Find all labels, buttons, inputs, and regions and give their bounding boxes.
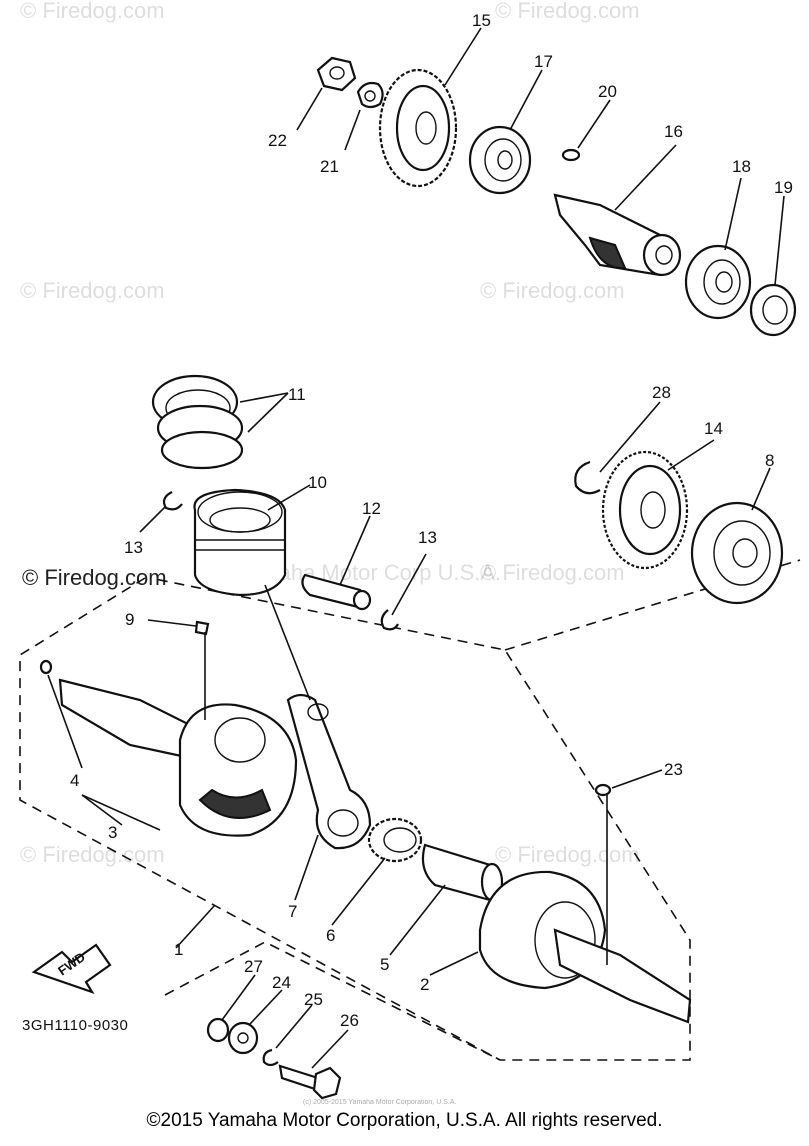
part-13-circlip-left bbox=[162, 491, 183, 511]
callout-27: 27 bbox=[244, 957, 263, 976]
diagram-part-code: 3GH1110-9030 bbox=[22, 1017, 128, 1034]
crankshaft-assembly-outline bbox=[19, 577, 691, 1061]
part-6-needle-bearing bbox=[367, 817, 423, 863]
part-28-circlip bbox=[574, 460, 601, 495]
callout-18: 18 bbox=[732, 157, 751, 176]
part-7-connecting-rod bbox=[286, 693, 372, 850]
part-22-nut bbox=[316, 56, 357, 92]
watermark-brand-dark: © Firedog.com bbox=[22, 565, 167, 590]
part-2-crank-right bbox=[478, 870, 692, 1024]
watermark-mid-right: © Firedog.com bbox=[480, 278, 625, 303]
callout-3: 3 bbox=[108, 823, 117, 842]
watermark-top-left: © Firedog.com bbox=[20, 0, 165, 23]
callout-10: 10 bbox=[308, 473, 327, 492]
callout-labels: 1 2 3 4 5 6 7 8 9 10 11 12 13 13 14 15 1… bbox=[70, 11, 793, 1030]
part-8-bearing bbox=[690, 501, 784, 605]
callout-26: 26 bbox=[340, 1011, 359, 1030]
part-13-circlip-right bbox=[380, 609, 399, 631]
part-14-balancer-gear bbox=[601, 450, 689, 570]
callout-25: 25 bbox=[304, 990, 323, 1009]
part-15-sprocket bbox=[378, 68, 458, 188]
part-21-lock-washer bbox=[356, 81, 384, 109]
watermark-lower-right: © Firedog.com bbox=[495, 842, 640, 867]
callout-14: 14 bbox=[704, 419, 723, 438]
watermark-center-right: © Firedog.com bbox=[480, 560, 625, 585]
part-20-key bbox=[561, 148, 581, 162]
part-26-bolt bbox=[278, 1064, 342, 1100]
callout-17: 17 bbox=[534, 52, 553, 71]
part-19-oil-seal bbox=[749, 283, 797, 337]
part-25-washer bbox=[262, 1048, 279, 1067]
part-18-bearing bbox=[684, 244, 752, 320]
callout-13-left: 13 bbox=[124, 538, 143, 557]
callout-19: 19 bbox=[774, 178, 793, 197]
part-12-piston-pin bbox=[301, 573, 372, 611]
watermark-lower-left: © Firedog.com bbox=[20, 842, 165, 867]
callout-13-right: 13 bbox=[418, 528, 437, 547]
callout-12: 12 bbox=[362, 499, 381, 518]
callout-5: 5 bbox=[380, 955, 389, 974]
callout-28: 28 bbox=[652, 383, 671, 402]
callout-4: 4 bbox=[70, 771, 79, 790]
part-24-washer bbox=[227, 1021, 259, 1055]
part-23-key bbox=[594, 783, 612, 797]
callout-21: 21 bbox=[320, 157, 339, 176]
callout-24: 24 bbox=[272, 973, 291, 992]
watermark-group: © Firedog.com © Firedog.com © Firedog.co… bbox=[20, 0, 640, 1106]
part-16-balancer-shaft bbox=[553, 193, 682, 277]
callout-22: 22 bbox=[268, 131, 287, 150]
callout-11: 11 bbox=[288, 385, 306, 404]
callout-7: 7 bbox=[288, 902, 297, 921]
watermark-top-right: © Firedog.com bbox=[495, 0, 640, 23]
part-3-crank-left bbox=[58, 678, 298, 837]
part-11-piston-ring-set bbox=[151, 374, 244, 470]
forward-direction-arrow: FWD bbox=[31, 943, 112, 995]
callout-16: 16 bbox=[664, 122, 683, 141]
watermark-footer-small: (c) 2005-2015 Yamaha Motor Corporation, … bbox=[303, 1099, 456, 1106]
part-4-small-key bbox=[39, 659, 53, 675]
callout-9: 9 bbox=[125, 610, 134, 629]
part-9-woodruff-key bbox=[194, 620, 210, 636]
part-5-crank-pin bbox=[421, 843, 504, 902]
callout-2: 2 bbox=[420, 975, 429, 994]
bolt-group-outline bbox=[164, 941, 501, 1061]
leader-lines bbox=[47, 27, 785, 1069]
watermark-mid-left: © Firedog.com bbox=[20, 278, 165, 303]
part-27-o-ring bbox=[206, 1017, 230, 1043]
copyright-notice: ©2015 Yamaha Motor Corporation, U.S.A. A… bbox=[146, 1110, 663, 1131]
callout-20: 20 bbox=[598, 82, 617, 101]
callout-23: 23 bbox=[664, 760, 683, 779]
part-10-piston bbox=[193, 488, 287, 597]
callout-15: 15 bbox=[472, 11, 491, 30]
part-17-bearing bbox=[468, 125, 532, 195]
callout-8: 8 bbox=[765, 451, 774, 470]
callout-1: 1 bbox=[174, 940, 183, 959]
callout-6: 6 bbox=[326, 926, 335, 945]
